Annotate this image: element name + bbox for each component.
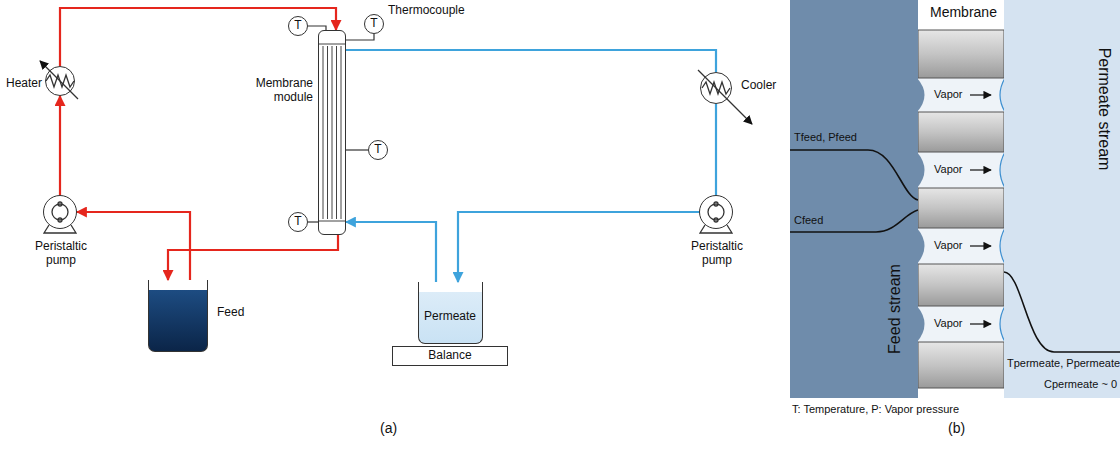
- pipe-line: [715, 104, 717, 195]
- membrane-column: [917, 0, 1005, 398]
- module-fibers: [318, 44, 346, 221]
- profile-label: Tfeed, Pfeed: [794, 131, 857, 144]
- sensor-wire: [346, 149, 368, 150]
- membrane-module: Membrane module: [318, 30, 346, 235]
- sensor-wire: [346, 34, 374, 40]
- balance-box: Balance: [392, 346, 508, 366]
- legend-note: T: Temperature, P: Vapor pressure: [792, 403, 959, 416]
- callout-label: Thermocouple: [388, 3, 465, 17]
- pipe-line: [346, 50, 716, 72]
- feed-beaker: Feed: [148, 280, 208, 352]
- profile-line: [1004, 272, 1120, 352]
- pipe-line: [346, 222, 436, 282]
- node-text: Membrane module: [241, 77, 313, 105]
- pipe-line: [77, 212, 190, 280]
- node-text: T: [374, 143, 381, 157]
- peristaltic-pump: Peristaltic pump: [699, 195, 733, 229]
- panel-caption: (a): [380, 420, 397, 437]
- node-text: Heater: [0, 77, 42, 91]
- node-text: Feed: [217, 306, 257, 320]
- profile-label: Tpermeate, Ppermeate: [1007, 357, 1120, 370]
- node-text: Balance: [428, 349, 471, 363]
- permeate-stream-region: Permeate stream: [1004, 0, 1120, 398]
- label-slot: Cpermeate ~ 0: [1044, 378, 1117, 391]
- node-text: Cooler: [741, 79, 785, 93]
- sensor-wire: [308, 221, 318, 222]
- label-slot: Membrane: [930, 4, 997, 21]
- pipe-line: [59, 96, 61, 195]
- heater-detail: [40, 61, 78, 99]
- feed-stream-region: Feed stream: [790, 0, 918, 398]
- vapor-label: Vapor: [934, 317, 963, 330]
- node-text: Peristaltic pump: [21, 240, 101, 268]
- peristaltic-pump: Peristaltic pump: [43, 195, 77, 229]
- node-text: Feed stream: [886, 254, 904, 364]
- node-text: Permeate stream: [1095, 39, 1113, 179]
- vapor-label: Vapor: [934, 163, 963, 176]
- thermocouple-circle: T: [288, 16, 308, 36]
- node-text: T: [294, 19, 301, 33]
- profile-label: Cpermeate ~ 0: [1044, 378, 1117, 391]
- panel-caption: (b): [948, 420, 965, 437]
- label-slot: Vapor: [934, 88, 963, 101]
- label-slot: Vapor: [934, 239, 963, 252]
- pipe-line: [60, 8, 336, 66]
- label-slot: Tpermeate, Ppermeate: [1007, 357, 1120, 370]
- label-slot: (b): [948, 420, 965, 437]
- label-slot: T: Temperature, P: Vapor pressure: [792, 403, 959, 416]
- pump-detail: [44, 202, 732, 233]
- label-slot: (a): [380, 420, 397, 437]
- label-slot: Thermocouple: [388, 3, 465, 17]
- profile-line: [790, 150, 918, 200]
- node-text: T: [294, 215, 301, 229]
- pipe-line: [458, 212, 699, 282]
- cooler-symbol: Cooler: [700, 72, 732, 104]
- pipe-line: [168, 235, 338, 280]
- permeate-beaker: Permeate: [418, 282, 483, 344]
- label-slot: Vapor: [934, 163, 963, 176]
- node-text: Peristaltic pump: [677, 240, 757, 268]
- membrane-label: Membrane: [930, 4, 997, 21]
- thermocouple-circle: T: [364, 14, 384, 34]
- label-slot: Vapor: [934, 317, 963, 330]
- label-slot: Cfeed: [794, 214, 823, 227]
- thermocouple-circle: T: [288, 212, 308, 232]
- profile-line: [790, 210, 918, 232]
- heater-symbol: Heater: [45, 66, 75, 96]
- label-slot: Tfeed, Pfeed: [794, 131, 857, 144]
- vapor-label: Vapor: [934, 88, 963, 101]
- profile-label: Cfeed: [794, 214, 823, 227]
- node-text: Permeate: [424, 310, 476, 324]
- node-text: T: [370, 17, 377, 31]
- vapor-label: Vapor: [934, 239, 963, 252]
- thermocouple-circle: T: [368, 140, 388, 160]
